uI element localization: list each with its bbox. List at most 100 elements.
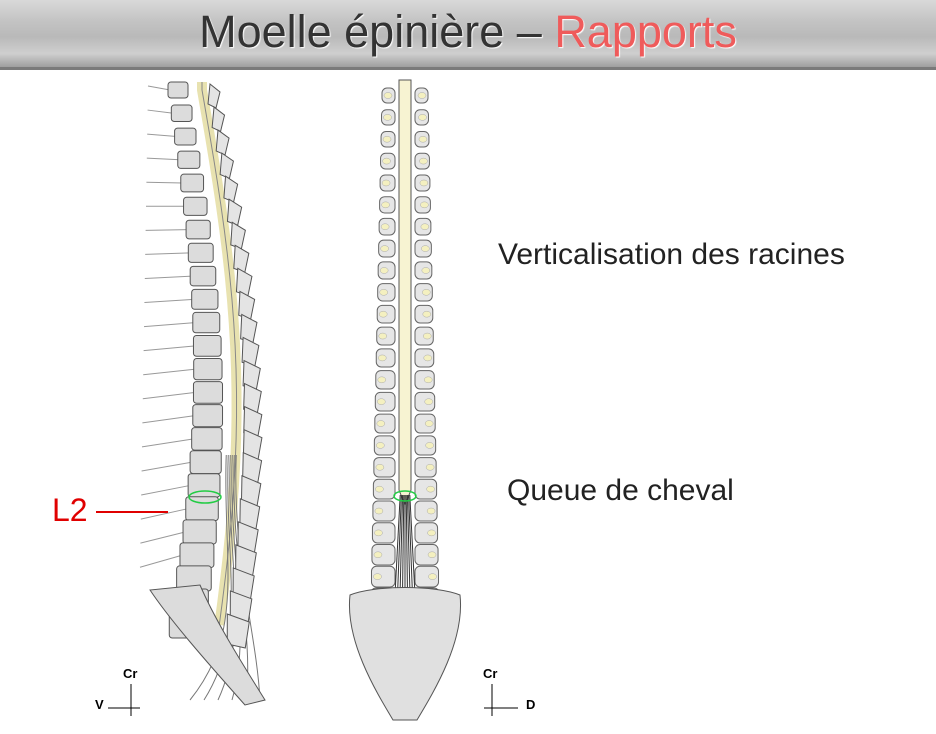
axis-lateral-cranial: Cr	[123, 666, 138, 681]
posterior-ganglion	[426, 485, 435, 493]
vertebral-body	[192, 381, 224, 404]
posterior-ganglion	[374, 507, 384, 515]
lateral-nerve-root	[142, 391, 196, 400]
lateral-spine-view	[139, 81, 266, 706]
posterior-lamina-right	[414, 457, 437, 478]
vertebra-label-l2: L2	[52, 492, 88, 528]
vertebral-body	[182, 519, 217, 545]
posterior-ganglion	[380, 223, 390, 230]
posterior-ganglion	[422, 289, 431, 296]
posterior-ganglion	[377, 398, 386, 405]
vertebral-body	[177, 150, 201, 169]
vertebral-body	[170, 104, 193, 122]
spinous-process	[235, 267, 253, 297]
orientation-axes	[108, 684, 518, 716]
posterior-ganglion	[423, 354, 432, 362]
posterior-lamina-right	[414, 565, 440, 588]
posterior-ganglion	[427, 551, 437, 559]
vertebral-body	[180, 173, 205, 193]
posterior-ganglion	[423, 376, 433, 384]
posterior-lamina-left	[371, 544, 396, 566]
lateral-nerve-root	[146, 157, 180, 161]
vertebral-body	[191, 288, 219, 310]
posterior-spinal-cord	[398, 79, 412, 507]
posterior-ganglion	[383, 92, 393, 99]
posterior-spine-view	[348, 79, 462, 721]
posterior-ganglion	[373, 573, 382, 580]
lateral-conus-marker	[188, 490, 222, 504]
posterior-ganglion	[425, 442, 434, 449]
vertebral-body	[167, 81, 189, 99]
posterior-lamina-left	[372, 500, 396, 522]
posterior-lamina-left	[372, 478, 396, 500]
axis-lateral-ventral: V	[95, 697, 104, 712]
lateral-nerve-root	[147, 85, 171, 91]
posterior-ganglion	[419, 157, 428, 165]
title-accent: Rapports	[554, 6, 737, 57]
spinous-process	[215, 129, 230, 156]
posterior-ganglion	[379, 267, 389, 274]
posterior-lamina-left	[370, 565, 396, 588]
posterior-ganglion	[422, 310, 432, 318]
posterior-ganglion	[378, 310, 388, 318]
posterior-ganglion	[373, 551, 383, 559]
posterior-ganglion	[420, 201, 429, 209]
posterior-ganglion	[378, 354, 387, 362]
lateral-nerve-root	[145, 252, 191, 255]
lateral-nerve-root	[145, 229, 189, 231]
spinous-process	[219, 152, 234, 180]
posterior-ganglion	[382, 157, 391, 165]
posterior-lamina-right	[414, 478, 438, 500]
vertebral-body	[185, 219, 211, 240]
posterior-ganglion	[377, 376, 387, 384]
posterior-ganglion	[375, 485, 384, 493]
vertebral-body	[183, 196, 208, 216]
lateral-nerve-root	[140, 531, 186, 544]
label-queue-de-cheval: Queue de cheval	[507, 474, 734, 507]
spinous-process	[233, 244, 250, 274]
posterior-ganglion	[376, 420, 386, 427]
posterior-ganglion	[424, 420, 434, 427]
axis-posterior-dorsal: D	[526, 697, 536, 712]
vertebral-body	[191, 427, 223, 451]
posterior-ganglion	[374, 529, 383, 537]
vertebral-body	[192, 404, 224, 428]
spinous-process	[226, 613, 250, 649]
label-verticalisation: Verticalisation des racines	[498, 238, 845, 271]
lateral-nerve-root	[144, 298, 194, 304]
lateral-cauda-strand	[189, 454, 229, 701]
posterior-ganglion	[426, 507, 436, 515]
posterior-lamina-right	[414, 435, 437, 456]
lateral-nerve-root	[139, 554, 183, 568]
lateral-nerve-root	[147, 133, 177, 138]
posterior-ganglion	[423, 332, 432, 340]
lateral-nerve-root	[146, 181, 183, 184]
posterior-ganglion	[420, 223, 430, 230]
posterior-ganglion	[379, 289, 388, 296]
posterior-ganglion	[378, 332, 387, 340]
posterior-lamina-left	[373, 457, 396, 478]
posterior-lamina-left	[373, 435, 396, 456]
posterior-ganglion	[383, 114, 392, 121]
lateral-nerve-root	[144, 275, 193, 279]
posterior-lamina-right	[414, 500, 438, 522]
spinous-process	[207, 83, 221, 109]
posterior-ganglion	[419, 179, 429, 187]
lateral-nerve-root	[140, 508, 188, 520]
vertebral-body	[192, 311, 221, 334]
posterior-ganglion	[380, 245, 389, 252]
posterior-ganglion	[428, 573, 437, 580]
lateral-cord-outline	[201, 82, 238, 626]
lateral-nerve-root	[143, 322, 195, 328]
posterior-ganglion	[418, 114, 427, 121]
posterior-lamina-right	[414, 522, 439, 544]
posterior-ganglion	[418, 135, 428, 143]
posterior-ganglion	[425, 464, 435, 471]
posterior-sacrum	[348, 587, 462, 721]
lateral-nerve-root	[141, 461, 193, 472]
posterior-ganglion	[381, 201, 390, 209]
posterior-conus-marker	[393, 490, 417, 502]
vertebral-body	[189, 450, 222, 475]
lateral-nerve-root	[143, 368, 196, 376]
